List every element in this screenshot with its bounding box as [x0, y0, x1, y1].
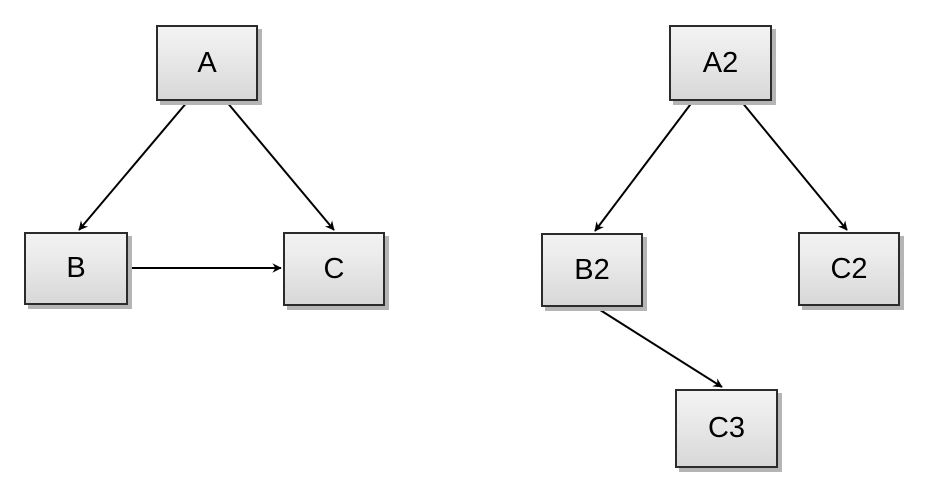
node-b2-label: B2: [574, 253, 610, 286]
node-b[interactable]: B: [24, 232, 128, 305]
node-c3[interactable]: C3: [675, 389, 778, 468]
node-b-label: B: [66, 252, 86, 284]
node-a[interactable]: A: [156, 25, 258, 101]
edge-a-to-b: [78, 100, 189, 231]
edge-a-to-c: [225, 100, 335, 231]
node-a-label: A: [197, 46, 217, 79]
node-a2-label: A2: [702, 46, 739, 79]
node-b2[interactable]: B2: [541, 233, 643, 307]
node-a2[interactable]: A2: [669, 25, 772, 101]
node-c2-label: C2: [830, 252, 868, 285]
node-c[interactable]: C: [283, 232, 385, 306]
edge-a2-to-b2: [594, 100, 694, 232]
node-c3-label: C3: [707, 412, 746, 444]
edge-b2-to-c3: [596, 307, 723, 388]
edge-a2-to-c2: [740, 100, 848, 231]
node-c2[interactable]: C2: [798, 232, 900, 306]
node-c-label: C: [323, 252, 345, 285]
